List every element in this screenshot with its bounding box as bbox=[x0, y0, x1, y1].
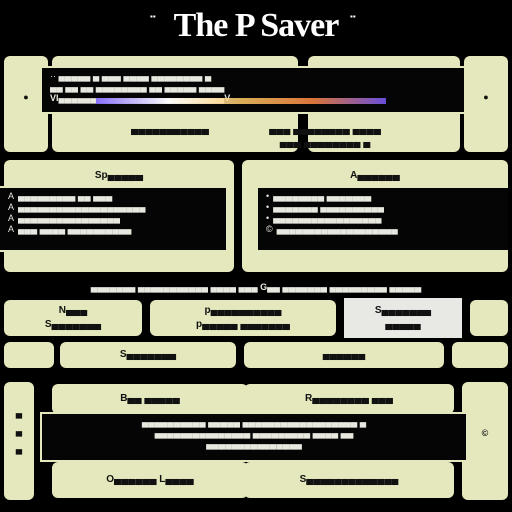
bottom-line-3: ▄▄▄▄▄▄▄▄▄▄▄▄▄▄▄ bbox=[206, 439, 302, 449]
r-marker-2: • bbox=[266, 202, 270, 212]
row-box-2: p▄▄▄▄▄▄▄▄▄▄ p▄▄▄▄▄ ▄▄▄▄▄▄▄ bbox=[150, 300, 336, 336]
color-gradient-bar bbox=[96, 98, 386, 104]
mid-left-stub bbox=[4, 342, 54, 368]
left-item-4: ▄▄▄ ▄▄▄▄ ▄▄▄▄▄▄▄▄▄▄ bbox=[18, 224, 132, 234]
bottom-heading-right: R▄▄▄▄▄▄▄▄ ▄▄▄ bbox=[305, 393, 393, 404]
section-left-list: A▄▄▄▄▄▄▄▄▄ ▄▄ ▄▄▄ A▄▄▄▄▄▄▄▄▄▄▄▄▄▄▄▄▄▄▄▄ … bbox=[0, 186, 228, 252]
title-left-mark: ▪▪ bbox=[150, 12, 156, 21]
right-item-3: ▄▄▄▄▄▄▄▄▄▄▄▄▄▄▄▄▄ bbox=[273, 213, 382, 223]
row-box-3-line-1: S▄▄▄▄▄▄▄ bbox=[374, 305, 432, 316]
bottom-heading-left-panel: B▄▄ ▄▄▄▄▄ bbox=[52, 384, 248, 414]
row-box-3-line-2: ▄▄▄▄▄ bbox=[385, 319, 421, 330]
top-caption-right-1: ▄▄▄ ▄▄▄▄▄▄▄▄ ▄▄▄▄ bbox=[269, 124, 381, 135]
bottom-text-block: ▄▄▄▄▄▄▄▄▄▄ ▄▄▄▄▄ ▄▄▄▄▄▄▄▄▄▄▄▄▄▄▄▄▄▄ ▄ ▄▄… bbox=[40, 412, 468, 462]
mid-right-label: ▄▄▄▄▄▄ bbox=[322, 349, 366, 360]
bottom-line-1: ▄▄▄▄▄▄▄▄▄▄ ▄▄▄▄▄ ▄▄▄▄▄▄▄▄▄▄▄▄▄▄▄▄▄▄ ▄ bbox=[141, 417, 367, 427]
top-right-icon: ● bbox=[483, 92, 489, 102]
mid-left-panel: S▄▄▄▄▄▄▄ bbox=[60, 342, 236, 368]
row-box-1-line-1: N▄▄▄ bbox=[58, 305, 88, 316]
r-marker-4: © bbox=[266, 224, 273, 234]
row-box-4 bbox=[470, 300, 508, 336]
side-mark-3: ▄ bbox=[15, 444, 23, 454]
section-left-heading: Sp▄▄▄▄▄ bbox=[94, 170, 144, 181]
section-right-list: •▄▄▄▄▄▄▄▄ ▄▄▄▄▄▄▄ •▄▄▄▄▄▄▄ ▄▄▄▄▄▄▄▄▄▄ •▄… bbox=[256, 186, 508, 252]
page-title: The P Saver bbox=[173, 7, 340, 44]
marker-4: A bbox=[8, 224, 15, 234]
top-caption-left: ▄▄▄▄▄▄▄▄▄▄▄ bbox=[131, 124, 209, 135]
left-item-1: ▄▄▄▄▄▄▄▄▄ ▄▄ ▄▄▄ bbox=[18, 191, 113, 201]
bottom-right-side: © bbox=[462, 382, 508, 500]
bottom-footer-left-panel: O▄▄▄▄▄▄ L▄▄▄▄ bbox=[52, 462, 248, 498]
row-box-2-line-1: p▄▄▄▄▄▄▄▄▄▄ bbox=[204, 305, 282, 316]
mid-right-panel: ▄▄▄▄▄▄ bbox=[244, 342, 444, 368]
title-right-mark: ▪▪ bbox=[350, 12, 356, 21]
top-line-1: ·· ▄▄▄▄▄ ▄ ▄▄▄ ▄▄▄▄ ▄▄▄▄▄▄▄▄ ▄ bbox=[50, 71, 212, 81]
top-line-2: ▄▄ ▄▄ ▄▄ ▄▄▄▄▄▄▄▄ ▄▄ ▄▄▄▄▄ ▄▄▄▄ bbox=[50, 82, 225, 92]
side-mark-2: ▄ bbox=[15, 426, 23, 436]
bottom-heading-left: B▄▄ ▄▄▄▄▄ bbox=[120, 393, 180, 404]
left-item-2: ▄▄▄▄▄▄▄▄▄▄▄▄▄▄▄▄▄▄▄▄ bbox=[18, 202, 146, 212]
top-right-side-panel: ● bbox=[464, 56, 508, 152]
bottom-left-side: ▄ ▄ ▄ bbox=[4, 382, 34, 500]
row-box-1: N▄▄▄ S▄▄▄▄▄▄▄ bbox=[4, 300, 142, 336]
row-box-1-line-2: S▄▄▄▄▄▄▄ bbox=[44, 319, 102, 330]
left-item-3: ▄▄▄▄▄▄▄▄▄▄▄▄▄▄▄▄ bbox=[18, 213, 121, 223]
r-marker-3: • bbox=[266, 213, 270, 223]
top-text-block: ·· ▄▄▄▄▄ ▄ ▄▄▄ ▄▄▄▄ ▄▄▄▄▄▄▄▄ ▄ ▄▄ ▄▄ ▄▄ … bbox=[40, 66, 466, 114]
right-item-1: ▄▄▄▄▄▄▄▄ ▄▄▄▄▄▄▄ bbox=[273, 191, 372, 201]
bottom-footer-right-panel: S▄▄▄▄▄▄▄▄▄▄▄▄▄ bbox=[244, 462, 454, 498]
info-strip: ▄▄▄▄▄▄▄ ▄▄▄▄▄▄▄▄▄▄▄ ▄▄▄▄ ▄▄▄ G▄▄ ▄▄▄▄▄▄▄… bbox=[90, 282, 422, 292]
marker-1: A bbox=[8, 191, 15, 201]
mid-left-label: S▄▄▄▄▄▄▄ bbox=[119, 349, 177, 360]
r-marker-1: • bbox=[266, 191, 270, 201]
row-box-3: S▄▄▄▄▄▄▄ ▄▄▄▄▄ bbox=[344, 298, 462, 338]
bottom-right-mark: © bbox=[481, 428, 489, 438]
row-box-2-line-2: p▄▄▄▄▄ ▄▄▄▄▄▄▄ bbox=[196, 319, 290, 330]
section-right-heading: A▄▄▄▄▄▄ bbox=[350, 170, 400, 181]
right-item-4: ▄▄▄▄▄▄▄▄▄▄▄▄▄▄▄▄▄▄▄ bbox=[276, 224, 398, 234]
right-item-2: ▄▄▄▄▄▄▄ ▄▄▄▄▄▄▄▄▄▄ bbox=[273, 202, 385, 212]
marker-2: A bbox=[8, 202, 15, 212]
marker-3: A bbox=[8, 213, 15, 223]
side-mark-1: ▄ bbox=[15, 408, 23, 418]
bottom-footer-right: S▄▄▄▄▄▄▄▄▄▄▄▄▄ bbox=[299, 474, 399, 485]
top-left-icon: ● bbox=[23, 92, 29, 102]
bottom-line-2: ▄▄▄▄▄▄▄▄▄▄▄▄▄▄▄ ▄▄▄▄▄▄▄▄▄ ▄▄▄▄ ▄▄ bbox=[154, 428, 354, 438]
bottom-footer-left: O▄▄▄▄▄▄ L▄▄▄▄ bbox=[106, 474, 194, 485]
mid-right-stub bbox=[452, 342, 508, 368]
top-caption-right-2: ▄▄▄ ▄▄▄▄▄▄▄▄ ▄ bbox=[279, 137, 371, 148]
bottom-heading-right-panel: R▄▄▄▄▄▄▄▄ ▄▄▄ bbox=[244, 384, 454, 414]
